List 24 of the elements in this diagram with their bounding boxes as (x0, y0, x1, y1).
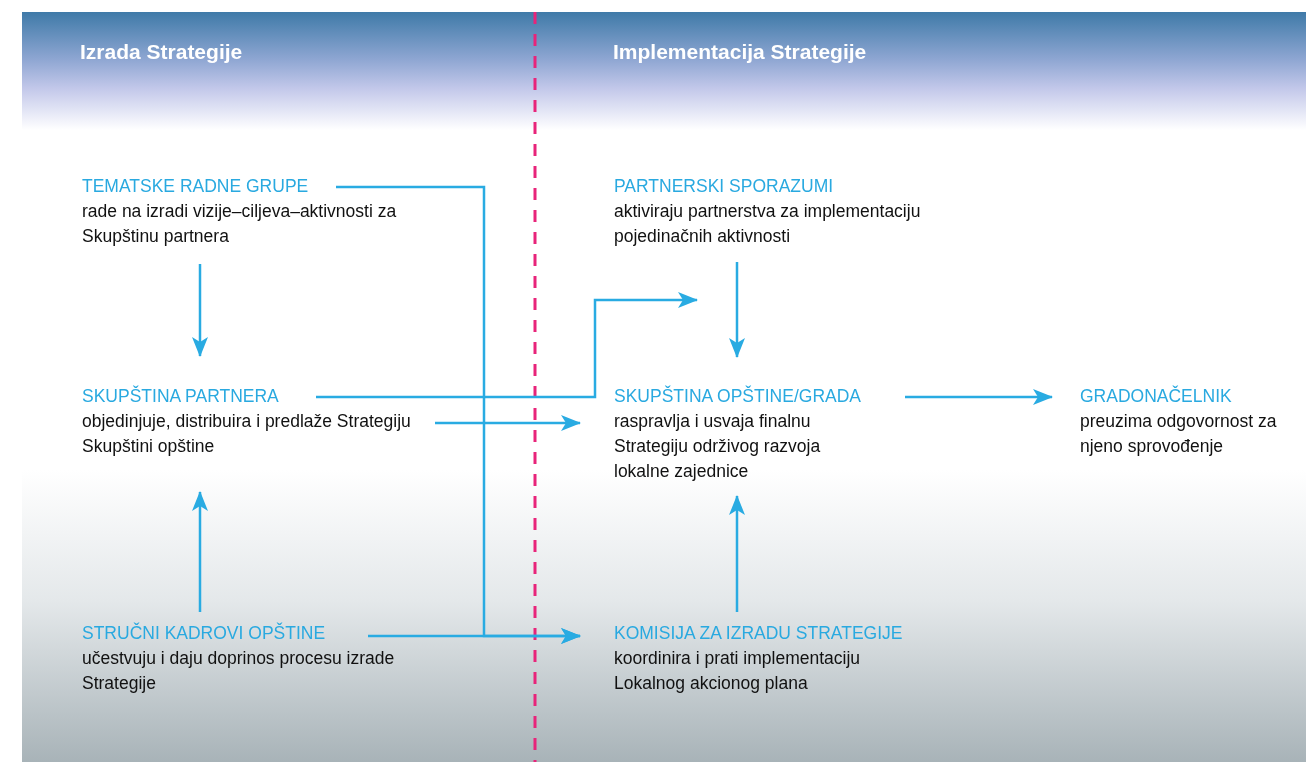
arrow (729, 495, 745, 612)
arrow (729, 262, 745, 358)
section-title: Izrada Strategije (80, 40, 243, 64)
node-heading: KOMISIJA ZA IZRADU STRATEGIJE (614, 622, 903, 645)
node-description: rade na izradi vizije–ciljeva–aktivnosti za Skupštinu partnera (82, 200, 398, 248)
arrow (316, 292, 698, 399)
arrow (905, 389, 1053, 405)
node-heading: SKUPŠTINA OPŠTINE/GRADA (614, 384, 861, 408)
node-description: koordinira i prati implementaciju Lokalnog akcionog plana (614, 647, 862, 695)
node-description: aktiviraju partnerstva za implementaciju pojedinačnih aktivnosti (614, 200, 922, 248)
node-heading: SKUPŠTINA PARTNERA (82, 384, 279, 408)
node-heading: STRUČNI KADROVI OPŠTINE (82, 621, 326, 645)
node-description: objedinjuje, distribuira i predlaže Strategiju Skupštini opštine (82, 410, 412, 458)
arrow (435, 415, 581, 431)
arrow (192, 491, 208, 612)
arrow (368, 628, 581, 644)
node-description: raspravlja i usvaja finalnu Strategiju održivog razvoja lokalne zajednice (614, 410, 822, 483)
node-description: preuzima odgovornost za njeno sprovođenje (1080, 410, 1278, 458)
section-title: Implementacija Strategije (613, 40, 867, 64)
node-description: učestvuju i daju doprinos procesu izrade Strategije (82, 647, 396, 695)
node-heading: GRADONAČELNIK (1080, 384, 1232, 408)
arrow (192, 264, 208, 357)
node-heading: TEMATSKE RADNE GRUPE (82, 175, 309, 198)
node-heading: PARTNERSKI SPORAZUMI (614, 175, 834, 198)
